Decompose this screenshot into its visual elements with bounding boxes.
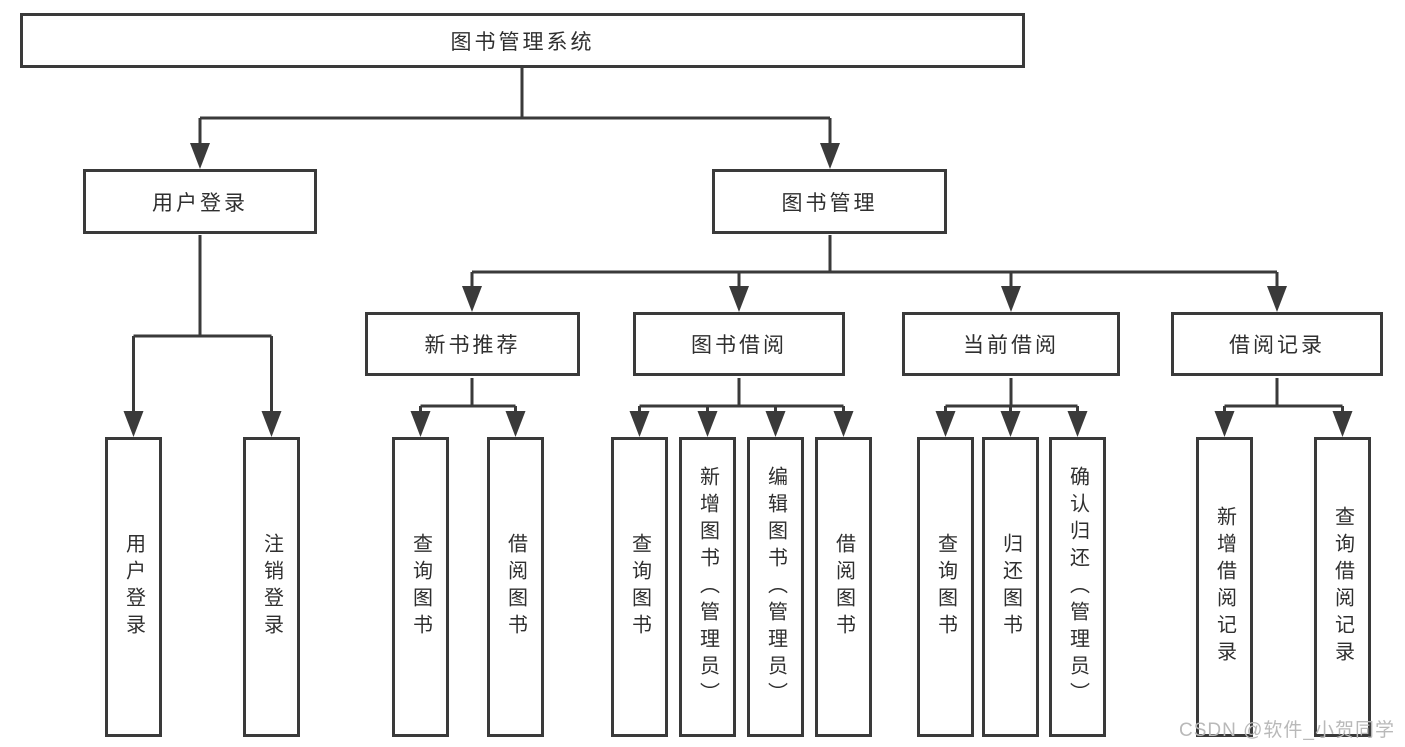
leaf-records-query-borrow-record: 查询借阅记录: [1314, 437, 1371, 737]
leaf-current-confirm-return-admin: 确认归还（管理员）: [1049, 437, 1106, 737]
leaf-borrowing-query-books: 查询图书: [611, 437, 668, 737]
leaf-borrowing-edit-books-admin: 编辑图书（管理员）: [747, 437, 804, 737]
leaf-current-return-books: 归还图书: [982, 437, 1039, 737]
leaf-borrowing-borrow-books: 借阅图书: [815, 437, 872, 737]
leaf-borrowing-add-books-admin: 新增图书（管理员）: [679, 437, 736, 737]
leaf-current-query-books: 查询图书: [917, 437, 974, 737]
leaf-recommend-borrow-books: 借阅图书: [487, 437, 544, 737]
branch-user-login: 用户登录: [83, 169, 317, 234]
section-current-borrowing: 当前借阅: [902, 312, 1120, 376]
csdn-watermark: CSDN @软件_小贺同学: [1179, 720, 1395, 741]
branch-book-management: 图书管理: [712, 169, 947, 234]
section-book-borrowing: 图书借阅: [633, 312, 845, 376]
section-new-book-recommend: 新书推荐: [365, 312, 580, 376]
leaf-records-add-borrow-record: 新增借阅记录: [1196, 437, 1253, 737]
section-borrow-records: 借阅记录: [1171, 312, 1383, 376]
leaf-user-login: 用户登录: [105, 437, 162, 737]
leaf-logout: 注销登录: [243, 437, 300, 737]
leaf-recommend-query-books: 查询图书: [392, 437, 449, 737]
node-root: 图书管理系统: [20, 13, 1025, 68]
